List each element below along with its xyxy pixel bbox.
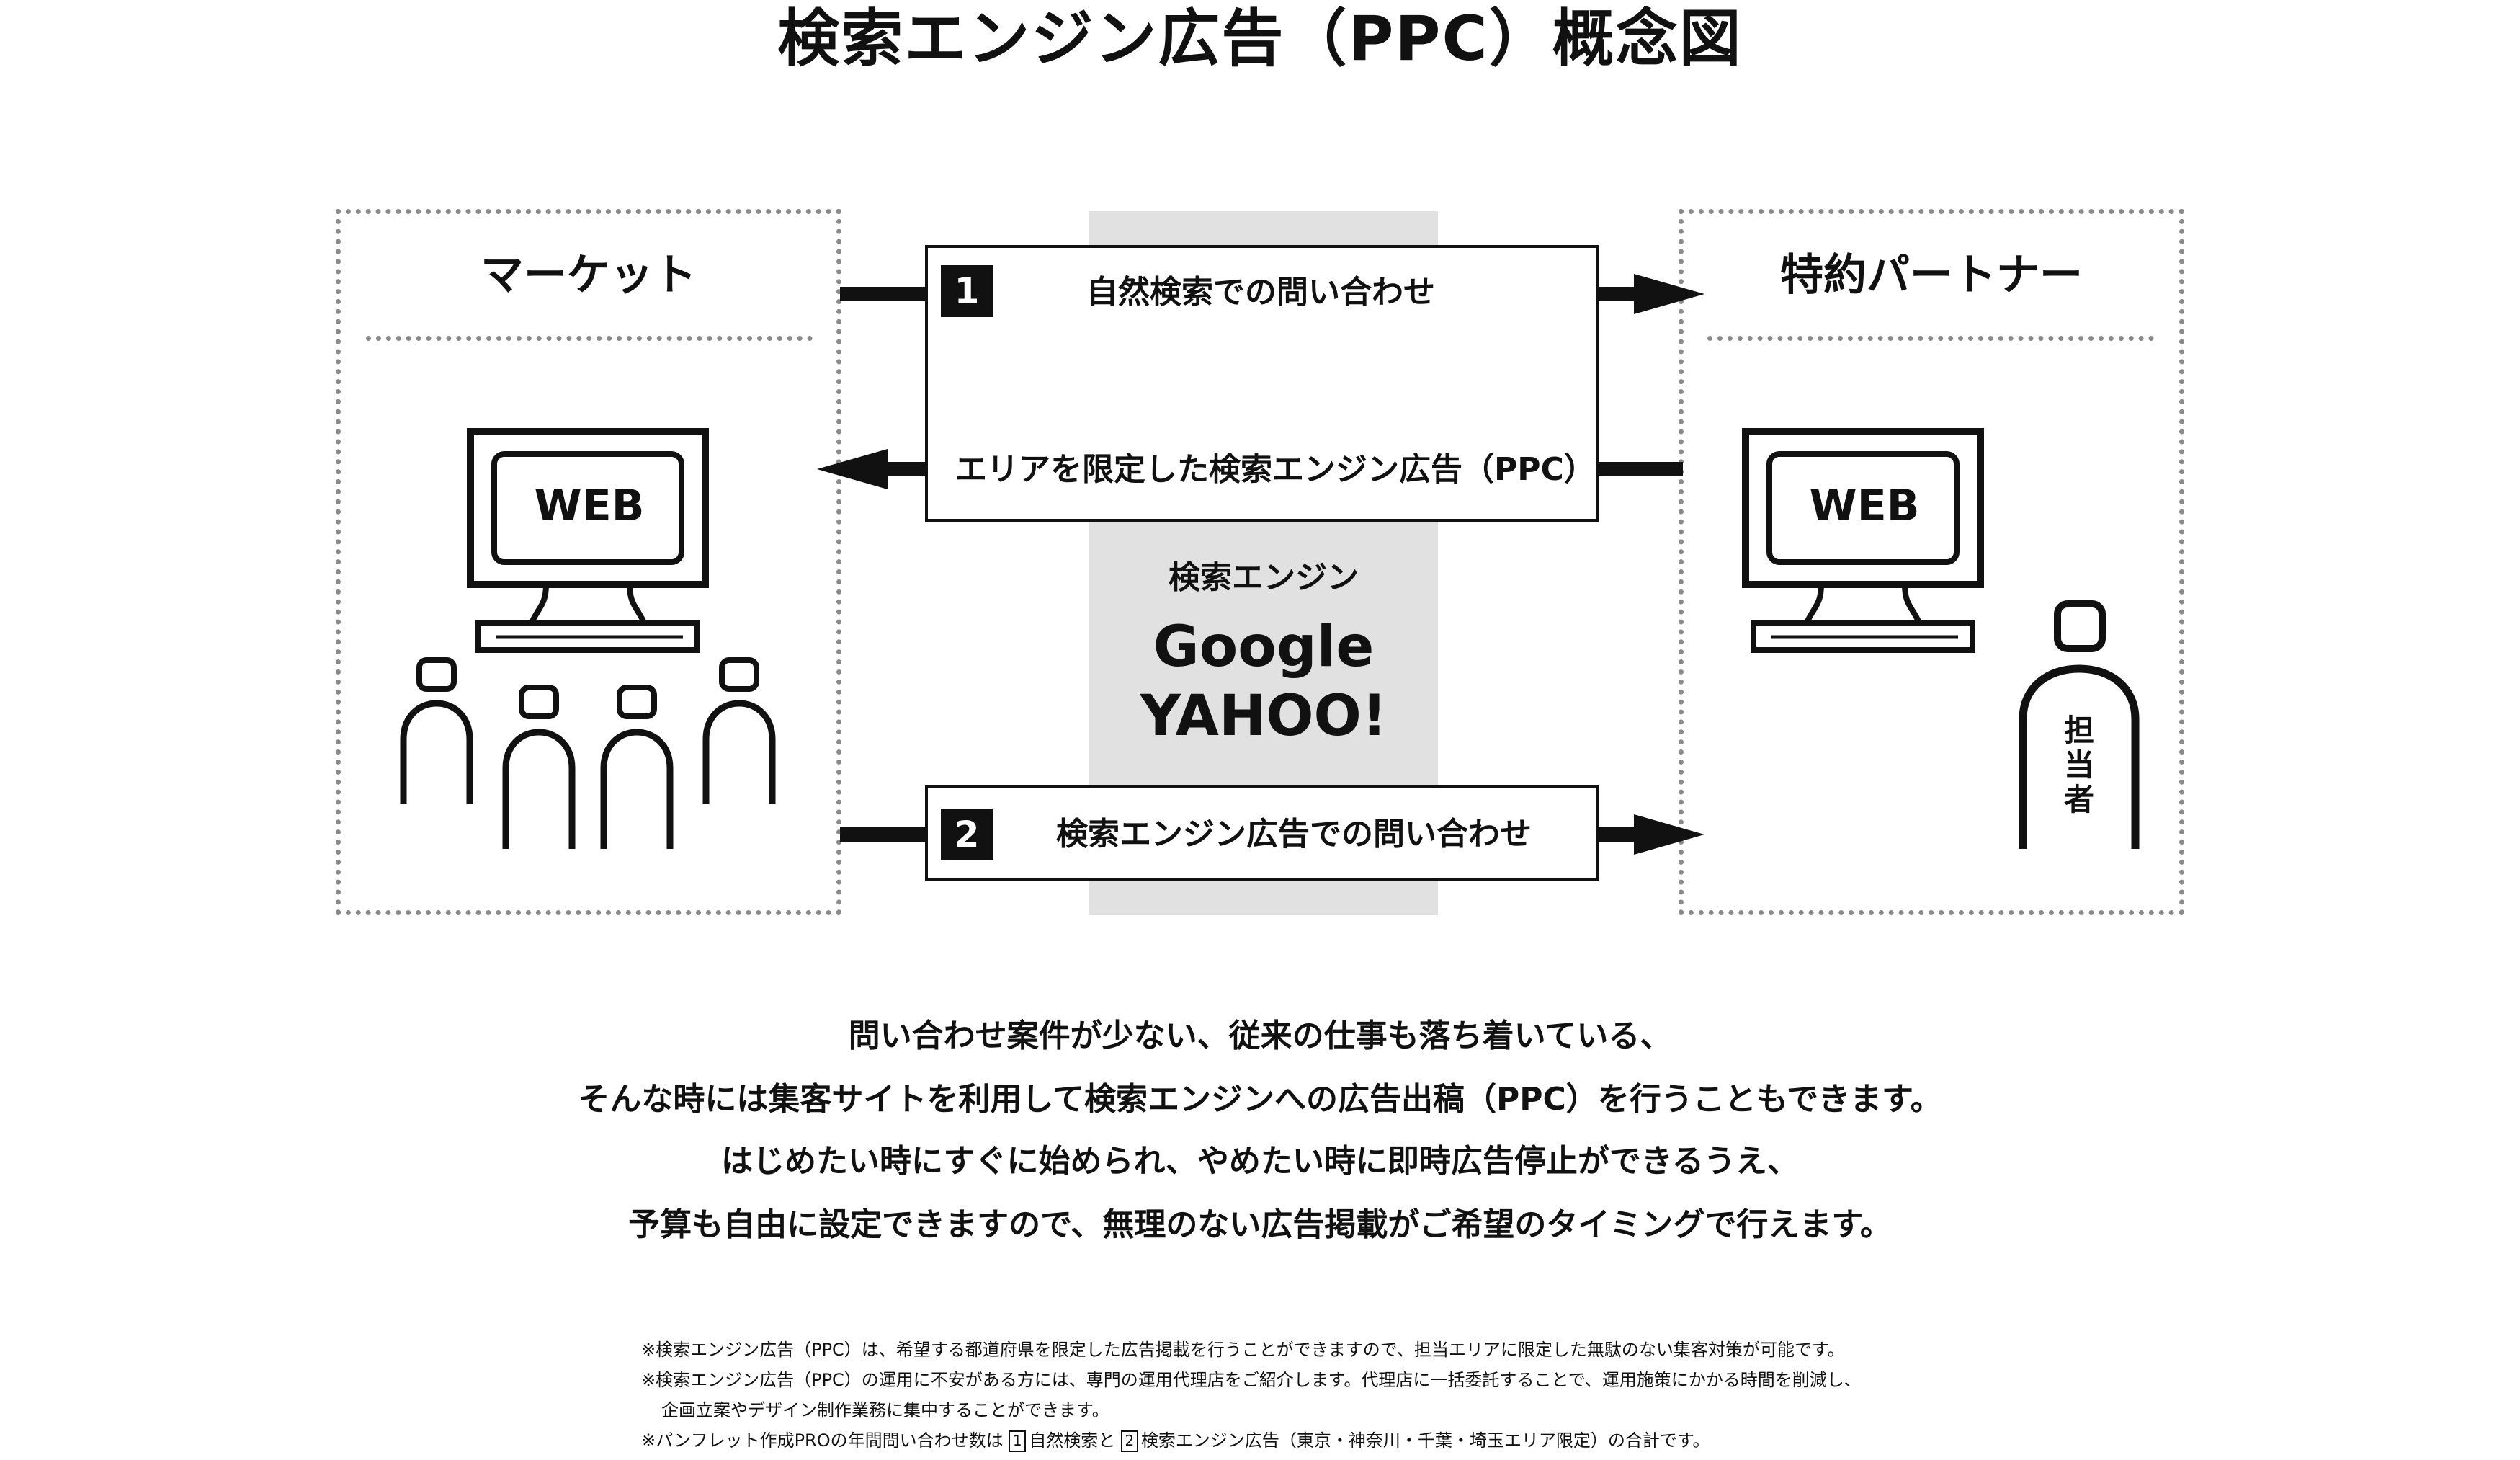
- staff-label: 担当者: [2063, 713, 2094, 817]
- ppc-ad-label: エリアを限定した検索エンジン広告（PPC）: [955, 451, 1596, 488]
- market-box: [336, 209, 841, 915]
- note-line-4-prefix: ※パンフレット作成PROの年間問い合わせ数は: [641, 1430, 1004, 1451]
- search-engine-yahoo: YAHOO!: [1140, 684, 1388, 749]
- ppc-inquiry-label: 検索エンジン広告での問い合わせ: [1056, 816, 1532, 853]
- description-line-1: 問い合わせ案件が少ない、従来の仕事も落ち着いている、: [848, 1018, 1672, 1054]
- flow-box-upper: [925, 245, 1599, 522]
- flow-box-lower: [925, 785, 1599, 881]
- note-line-4-mid: 自然検索と: [1029, 1430, 1116, 1451]
- partner-box-divider: [1707, 336, 2154, 341]
- market-monitor-icon: [467, 428, 709, 653]
- note-badge-2: 2: [1120, 1430, 1138, 1452]
- note-line-4-suffix: 検索エンジン広告（東京・神奈川・千葉・埼玉エリア限定）の合計です。: [1140, 1430, 1710, 1451]
- note-line-2: ※検索エンジン広告（PPC）の運用に不安がある方には、専門の運用代理店をご紹介し…: [641, 1370, 1862, 1390]
- partner-screen-label: WEB: [1809, 481, 1920, 531]
- natural-inquiry-label: 自然検索での問い合わせ: [1086, 274, 1435, 311]
- description-line-3: はじめたい時にすぐに始められ、やめたい時に即時広告停止ができるうえ、: [721, 1143, 1799, 1180]
- description-line-2: そんな時には集客サイトを利用して検索エンジンへの広告出稿（PPC）を行うこともで…: [578, 1081, 1942, 1118]
- search-engine-google: Google: [1153, 615, 1375, 680]
- note-line-3: 企画立案やデザイン制作業務に集中することができます。: [661, 1400, 1109, 1420]
- note-line-1: ※検索エンジン広告（PPC）は、希望する都道府県を限定した広告掲載を行うことがで…: [641, 1340, 1845, 1360]
- partner-monitor-icon: [1742, 428, 1984, 653]
- staff-person-icon: [2019, 600, 2140, 849]
- market-box-divider: [366, 336, 813, 341]
- partner-box: [1679, 209, 2184, 915]
- search-engine-label: 検索エンジン: [1169, 559, 1359, 596]
- market-screen-label: WEB: [534, 481, 645, 531]
- flow-number-2: 2: [941, 809, 993, 860]
- note-badge-1: 1: [1009, 1430, 1027, 1452]
- page-title: 検索エンジン広告（PPC）概念図: [777, 3, 1743, 75]
- description-line-4: 予算も自由に設定できますので、無理のない広告掲載がご希望のタイミングで行えます。: [628, 1206, 1892, 1243]
- market-title: マーケット: [481, 250, 697, 301]
- flow-number-1: 1: [941, 265, 993, 317]
- customer-crowd-icon: [400, 657, 776, 849]
- partner-title: 特約パートナー: [1780, 250, 2083, 301]
